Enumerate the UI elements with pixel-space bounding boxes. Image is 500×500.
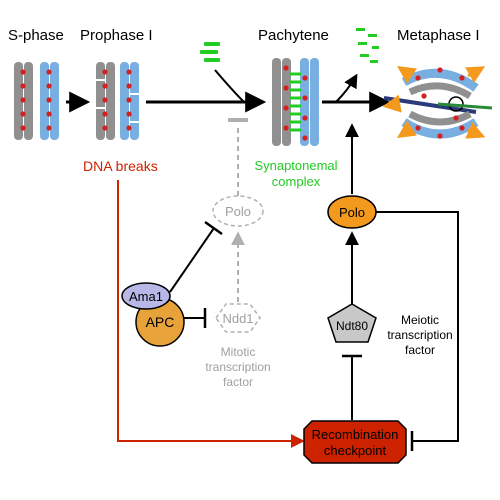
meiotic-tf-caption-1: Meiotic <box>401 313 439 327</box>
meiotic-tf-caption-2: transcription <box>387 328 452 342</box>
synaptonemal-label-line1: Synaptonemal <box>254 158 337 173</box>
polo-active-node: Polo <box>327 195 377 229</box>
pachytene-chromosomes <box>272 58 319 146</box>
apc-label: APC <box>146 314 175 330</box>
ama1-label: Ama1 <box>129 289 163 304</box>
checkpoint-label-line2: checkpoint <box>324 443 387 458</box>
polo-inactive-node: Polo <box>212 195 264 227</box>
synaptonemal-proteins-released <box>356 28 379 63</box>
ndd1-node: Ndd1 <box>215 303 261 333</box>
ndt80-label: Ndt80 <box>336 319 368 333</box>
ndt80-node: Ndt80 <box>327 303 377 343</box>
stage-label-metaphase: Metaphase I <box>397 27 480 44</box>
inhibit-apc-to-polo <box>169 227 215 293</box>
metaphase-spindle <box>382 66 493 139</box>
mitotic-tf-caption-3: factor <box>223 375 253 389</box>
checkpoint-label-line1: Recombination <box>312 427 399 442</box>
meiotic-tf-caption-3: factor <box>405 343 435 357</box>
synaptonemal-label-line2: complex <box>272 174 321 189</box>
prophase-chromosomes <box>96 62 139 140</box>
stage-label-pachytene: Pachytene <box>258 27 329 44</box>
mitotic-tf-caption-1: Mitotic <box>221 345 256 359</box>
dna-breaks-label: DNA breaks <box>83 158 158 174</box>
synaptonemal-proteins-incoming <box>200 42 220 62</box>
polo-inactive-label: Polo <box>225 204 251 219</box>
ndd1-label: Ndd1 <box>222 311 253 326</box>
incoming-curve <box>214 69 245 103</box>
ama1-node: Ama1 <box>121 282 171 310</box>
polo-active-label: Polo <box>339 205 365 220</box>
inhibit-polo-to-checkpoint <box>376 211 459 442</box>
stage-label-s-phase: S-phase <box>8 27 64 44</box>
mitotic-tf-caption-2: transcription <box>205 360 270 374</box>
recombination-checkpoint-node: Recombination checkpoint <box>303 420 407 464</box>
s-phase-chromosomes <box>14 62 59 140</box>
stage-label-prophase: Prophase I <box>80 27 153 44</box>
release-curve <box>335 73 358 103</box>
inhibit-apc-to-polo-bar <box>204 220 223 236</box>
arrow-dna-breaks-to-checkpoint <box>117 180 305 448</box>
